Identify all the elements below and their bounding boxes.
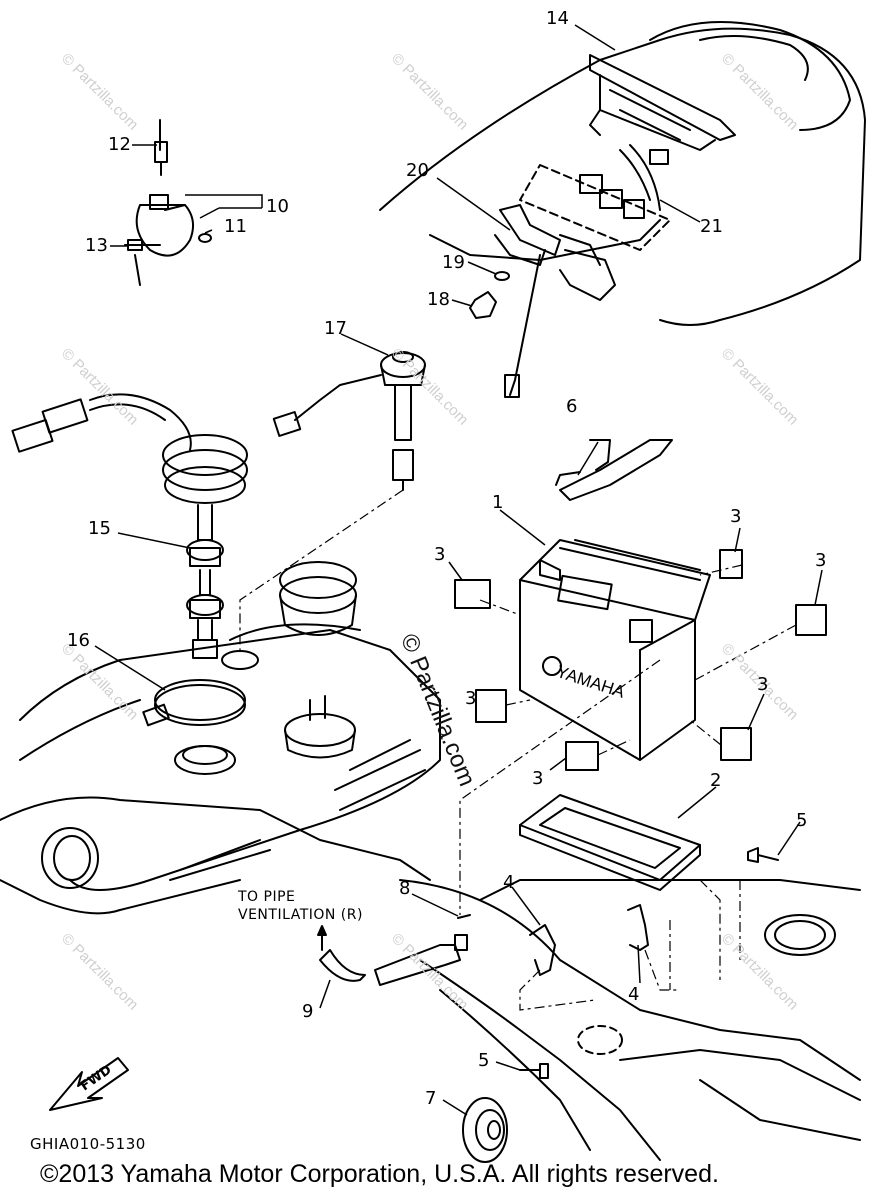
callout-5: 5 xyxy=(478,1050,490,1071)
callout-12: 12 xyxy=(108,134,131,155)
pad-part-3 xyxy=(454,579,491,609)
callout-18: 18 xyxy=(427,289,450,310)
callout-4: 4 xyxy=(628,984,640,1005)
fuel-pump-part-14 xyxy=(589,54,736,151)
screw-part-5 xyxy=(747,847,779,863)
callout-14: 14 xyxy=(546,8,569,29)
callout-9: 9 xyxy=(302,1001,314,1022)
callout-1: 1 xyxy=(492,492,504,513)
callout-10: 10 xyxy=(266,196,289,217)
nut-part-18 xyxy=(469,291,497,319)
callout-13: 13 xyxy=(85,235,108,256)
copyright-notice: ©2013 Yamaha Motor Corporation, U.S.A. A… xyxy=(40,1160,719,1188)
pad-part-3 xyxy=(719,549,743,579)
callout-16: 16 xyxy=(67,630,90,651)
dashed-assembly-lines xyxy=(239,489,797,1011)
sender-part-17 xyxy=(272,351,426,491)
callout-21: 21 xyxy=(700,216,723,237)
harness-part-21 xyxy=(579,144,669,219)
pad-part-3 xyxy=(720,727,752,761)
pipe-note-line1: TO PIPE xyxy=(238,889,296,905)
pipe-note-line2: VENTILATION (R) xyxy=(238,907,363,923)
callout-15: 15 xyxy=(88,518,111,539)
callout-5: 5 xyxy=(796,810,808,831)
grommet-left xyxy=(174,745,236,775)
bracket-part-4 xyxy=(529,924,556,976)
fuel-tank-body xyxy=(19,561,441,891)
callout-17: 17 xyxy=(324,318,347,339)
pad-part-3 xyxy=(475,689,507,723)
fwd-arrow-icon xyxy=(49,1057,129,1111)
callout-11: 11 xyxy=(224,216,247,237)
callout-3: 3 xyxy=(434,544,446,565)
callout-3: 3 xyxy=(532,768,544,789)
clip-part-8 xyxy=(457,914,471,919)
pad-part-3 xyxy=(795,604,827,636)
bracket-part-6 xyxy=(555,439,673,501)
grommet-part-7 xyxy=(462,1097,508,1163)
callout-3: 3 xyxy=(757,674,769,695)
callout-8: 8 xyxy=(399,878,411,899)
callout-3: 3 xyxy=(465,688,477,709)
pipe-ventilation-note: TO PIPE VENTILATION (R) xyxy=(238,888,363,924)
body-frame-top xyxy=(379,21,866,326)
clamp-assembly-parts-10-13 xyxy=(124,119,212,286)
callout-6: 6 xyxy=(566,396,578,417)
tray-part-2 xyxy=(519,794,701,891)
leader-lines xyxy=(94,24,823,1116)
callout-19: 19 xyxy=(442,252,465,273)
frame-lower-left xyxy=(0,796,431,915)
battery-part-1 xyxy=(519,539,711,761)
callout-2: 2 xyxy=(710,770,722,791)
bracket-part-20 xyxy=(494,204,616,398)
washer-part-19 xyxy=(494,271,510,281)
pad-part-3 xyxy=(565,741,599,771)
callout-7: 7 xyxy=(425,1088,437,1109)
sender-part-15 xyxy=(11,393,248,659)
clamp-part-16 xyxy=(142,679,246,727)
callout-20: 20 xyxy=(406,160,429,181)
bracket-part-4 xyxy=(627,904,649,951)
callout-4: 4 xyxy=(503,872,515,893)
callout-3: 3 xyxy=(815,550,827,571)
diagram-code: GHIA010-5130 xyxy=(30,1135,146,1153)
frame-lower-right xyxy=(399,879,861,1161)
hose-part-9 xyxy=(319,934,468,986)
callout-3: 3 xyxy=(730,506,742,527)
